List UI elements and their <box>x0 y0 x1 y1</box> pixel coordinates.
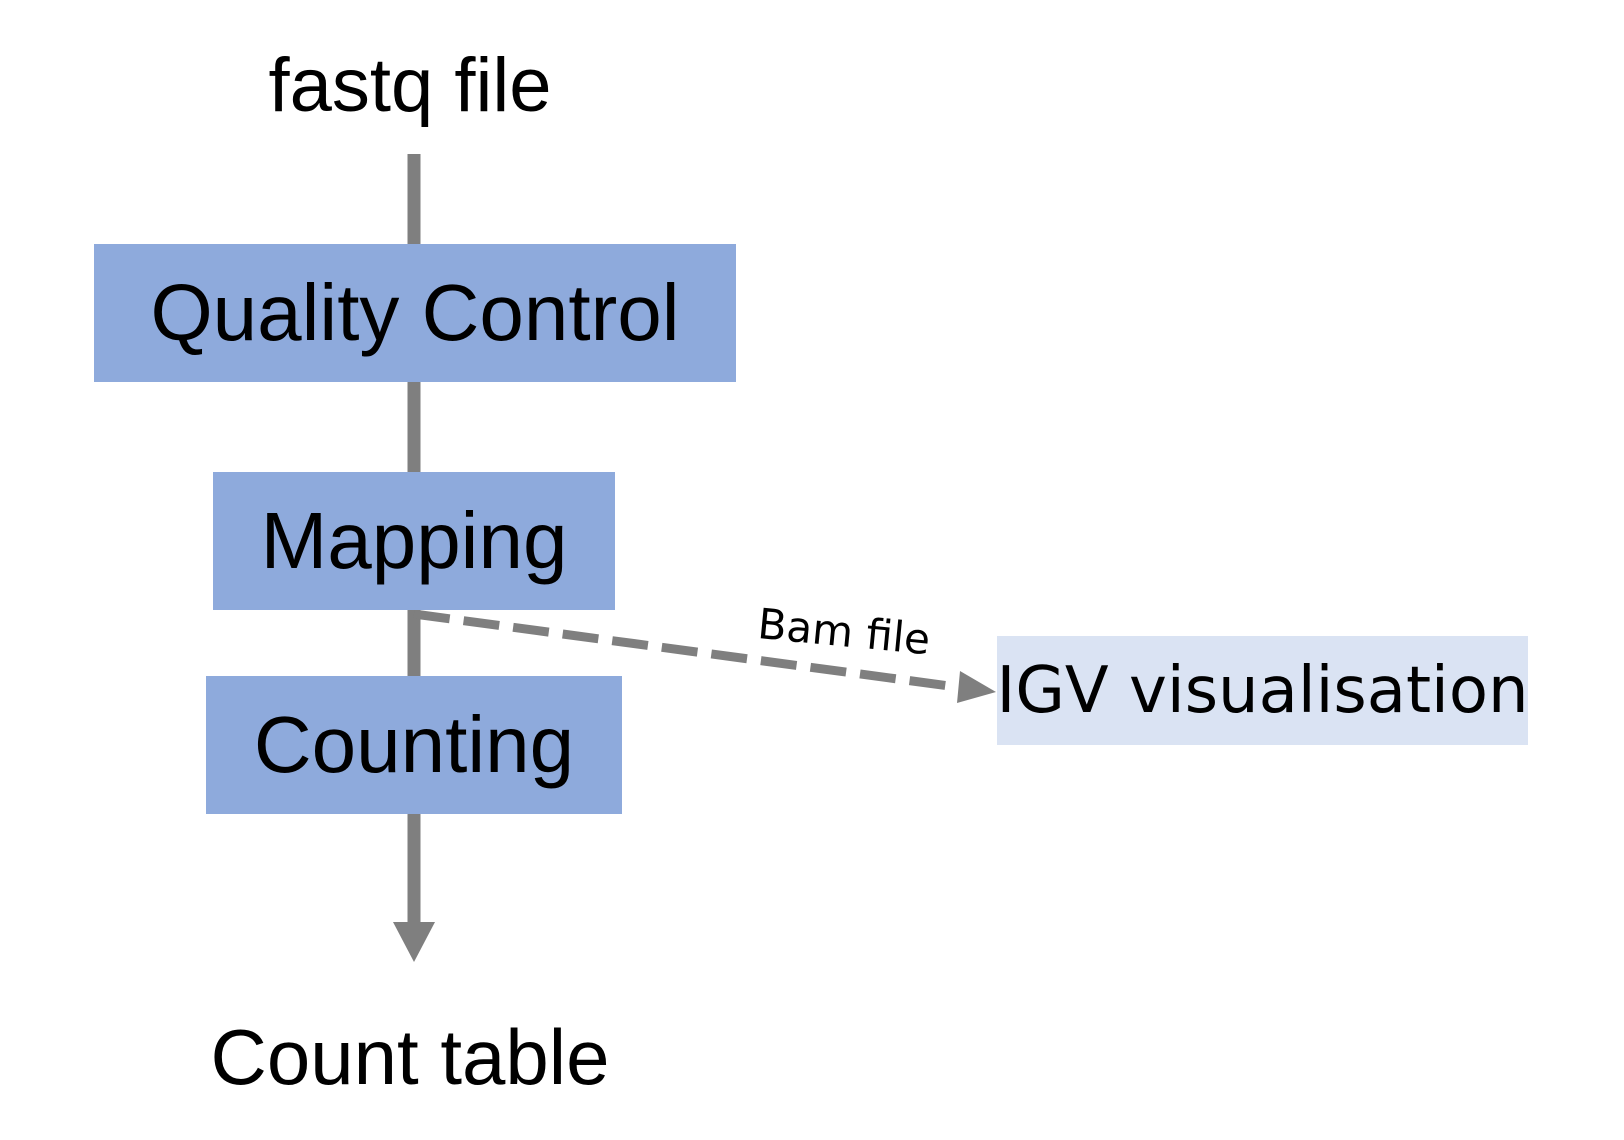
input-fastq-file-label: fastq file <box>268 43 552 128</box>
step-quality-control-label: Quality Control <box>150 268 680 357</box>
igv-visualisation-label: IGV visualisation <box>996 653 1529 728</box>
output-count-table-label: Count table <box>210 1013 610 1101</box>
bam-file-arrowhead <box>957 671 996 703</box>
step-quality-control-box: Quality Control <box>94 244 736 382</box>
step-counting-box: Counting <box>206 676 622 814</box>
step-mapping-box: Mapping <box>213 472 615 610</box>
bam-file-dashed-line <box>413 609 958 692</box>
igv-visualisation-box: IGV visualisation <box>996 636 1529 745</box>
step-counting-label: Counting <box>253 700 575 789</box>
step-mapping-label: Mapping <box>260 496 568 585</box>
main-flow-arrowhead <box>393 922 435 962</box>
